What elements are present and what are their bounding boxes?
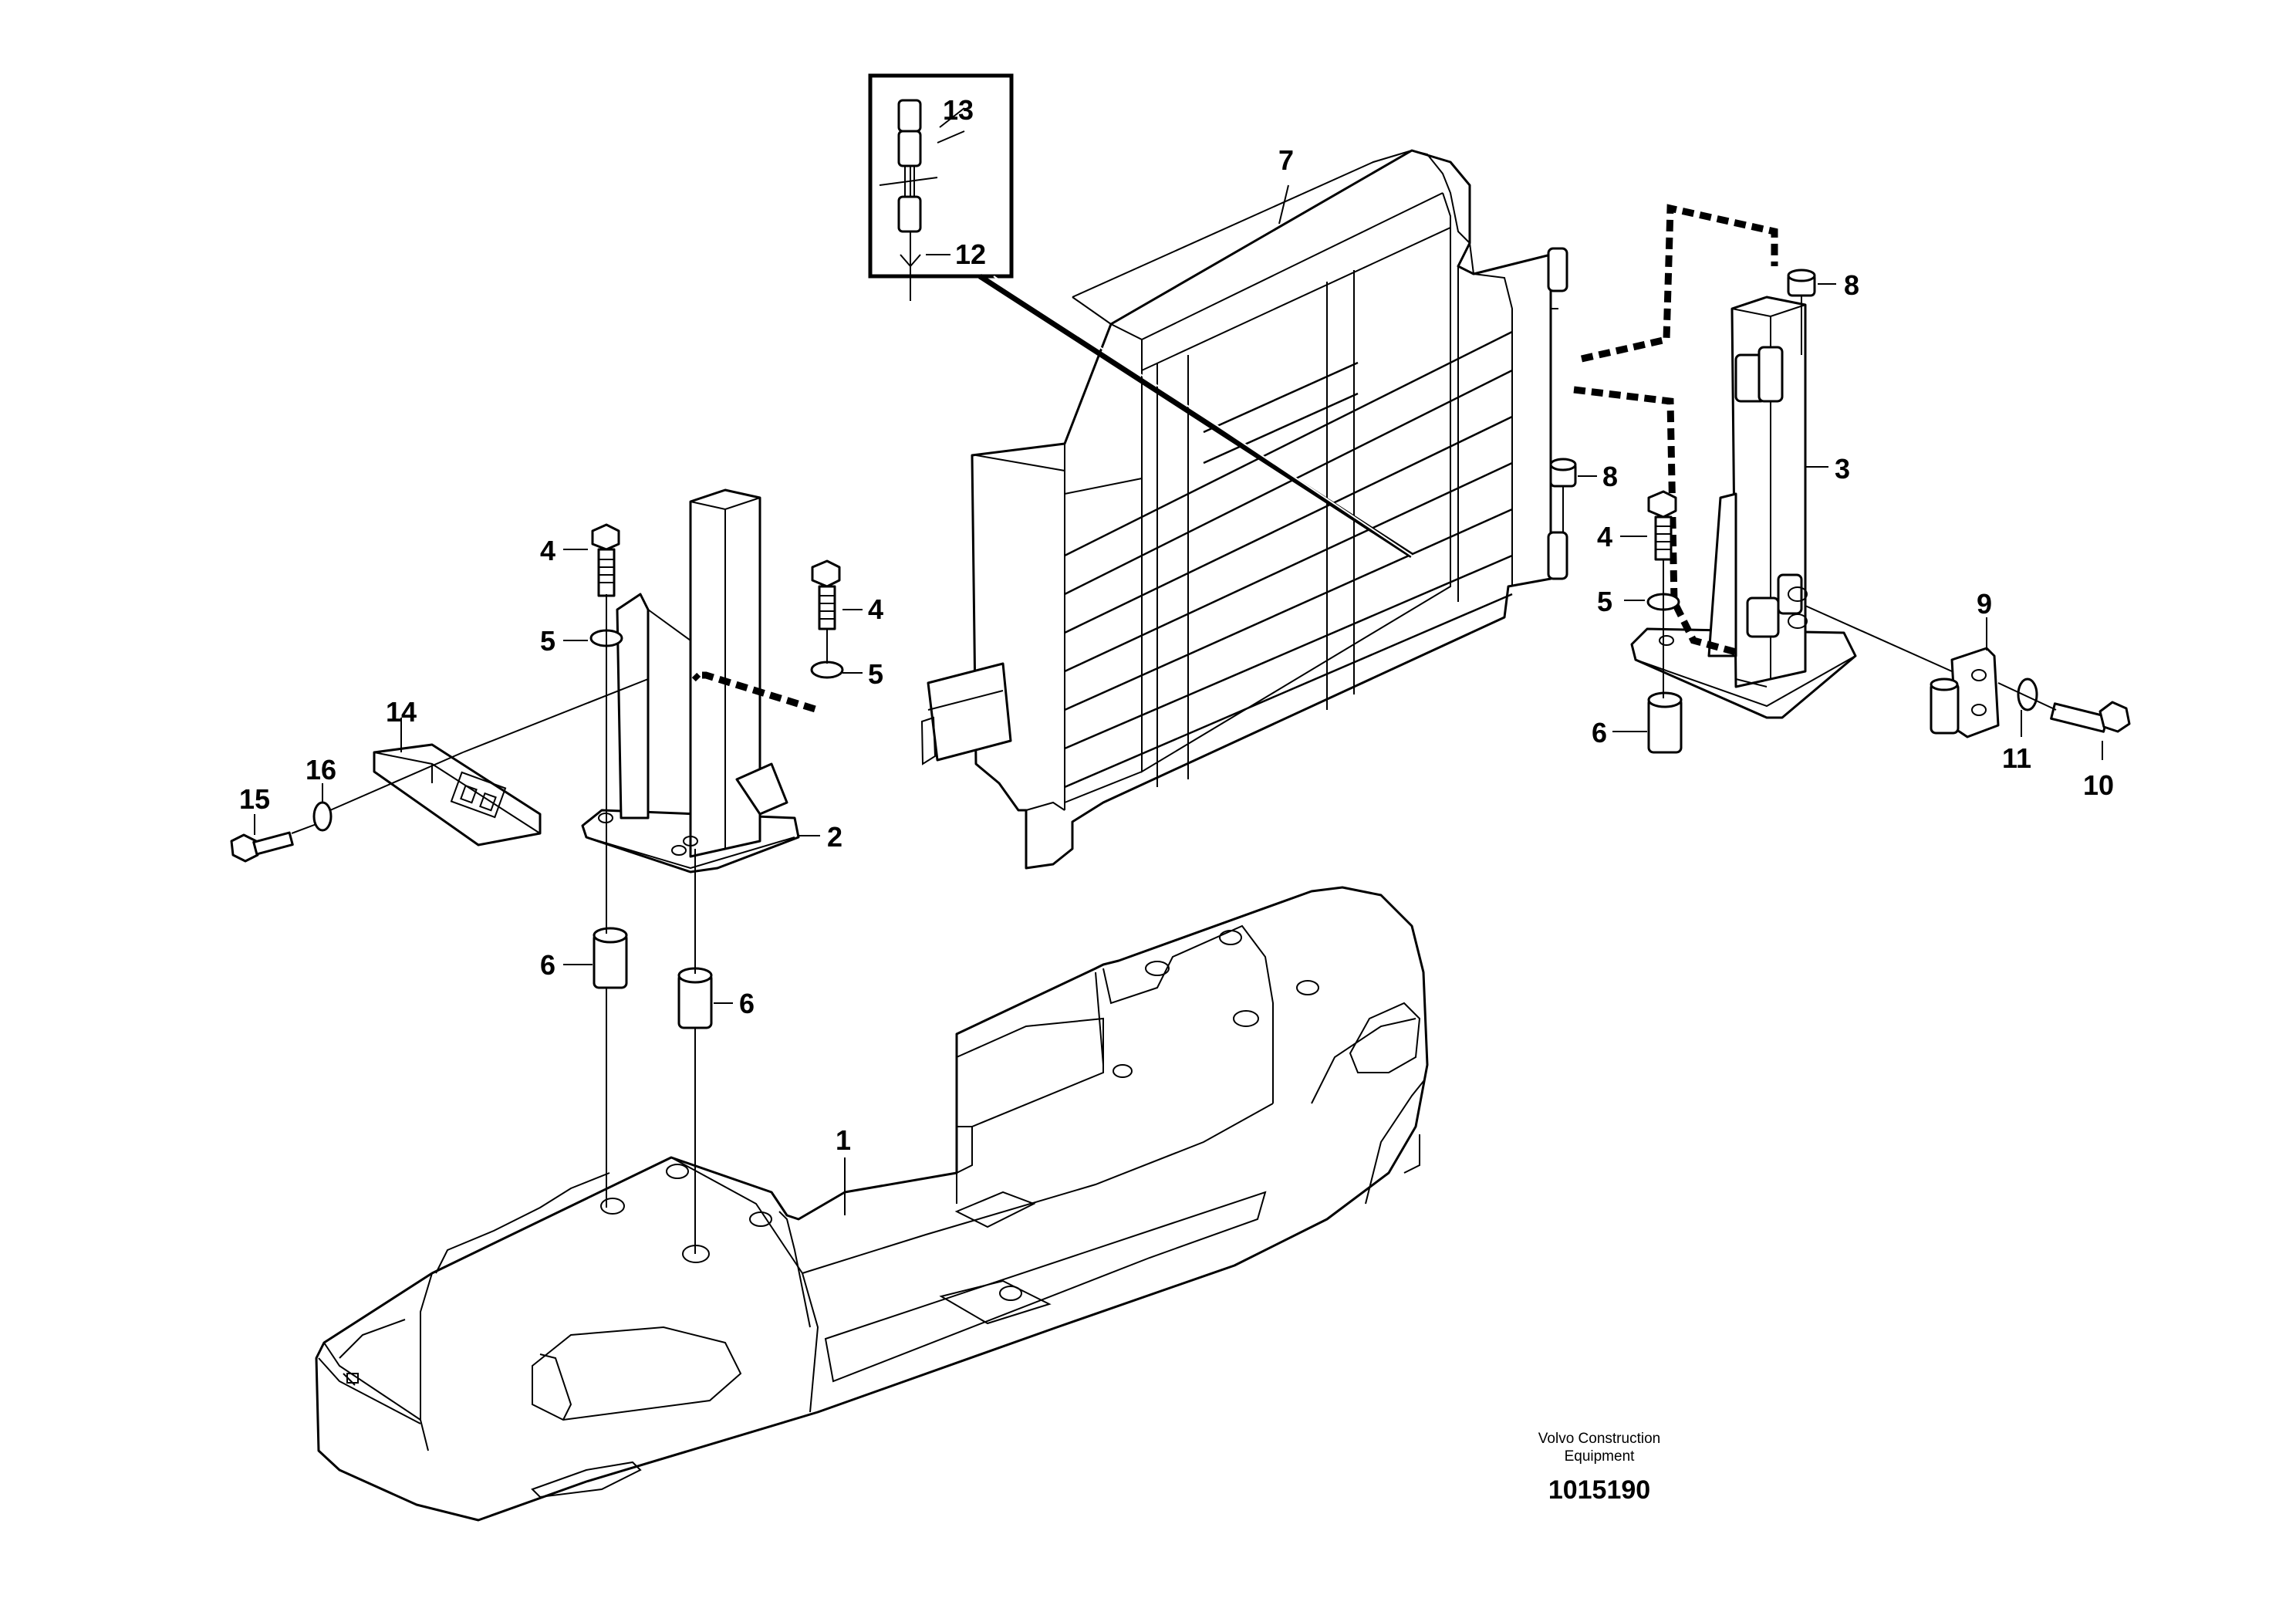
label-2: 2 — [827, 821, 842, 853]
label-10: 10 — [2083, 769, 2114, 801]
label-4-mid: 4 — [868, 593, 883, 625]
label-14: 14 — [386, 696, 417, 728]
label-13: 13 — [943, 94, 974, 126]
grille-bars — [1064, 330, 1513, 789]
hinge-pin-part-8-mid — [1549, 458, 1577, 488]
label-15: 15 — [239, 783, 270, 815]
bushing-part-6-left — [593, 927, 628, 989]
label-8-top: 8 — [1844, 269, 1859, 301]
label-16: 16 — [306, 754, 336, 786]
part-labels: 1 2 3 4 4 4 5 5 5 6 6 6 7 8 8 9 10 11 12… — [239, 94, 2114, 1156]
label-5-right: 5 — [1597, 586, 1612, 617]
washer-part-5-mid — [810, 661, 844, 679]
brand-line-2: Equipment — [1565, 1448, 1636, 1465]
label-8-mid: 8 — [1602, 461, 1618, 492]
label-6-left: 6 — [540, 949, 555, 981]
bracket-part-9 — [1930, 647, 2000, 738]
label-11: 11 — [2002, 742, 2031, 774]
label-9: 9 — [1977, 588, 1992, 620]
counterweight-part-1 — [315, 886, 1429, 1522]
label-4-left: 4 — [540, 535, 555, 566]
leader-lines — [254, 107, 2103, 1254]
label-1: 1 — [836, 1124, 851, 1156]
brand-line-1: Volvo Construction — [1538, 1431, 1660, 1447]
washer-part-16 — [312, 801, 333, 832]
label-5-left: 5 — [540, 625, 555, 657]
bushing-part-6-right — [1647, 691, 1683, 754]
bushing-part-6-mid — [677, 967, 713, 1029]
hinge-pin-part-8-top — [1787, 269, 1816, 297]
post-part-3 — [1573, 204, 1857, 719]
post-part-2 — [581, 488, 819, 874]
label-3: 3 — [1835, 453, 1850, 485]
grille-part-7 — [920, 149, 1568, 870]
bolt-part-10 — [2050, 701, 2131, 733]
label-4-right: 4 — [1597, 521, 1612, 552]
bolt-part-4-mid — [811, 559, 841, 630]
detail-inset — [868, 73, 1413, 558]
washer-part-11 — [2017, 678, 2038, 711]
brand-block: Volvo Construction Equipment 1015190 — [1538, 1431, 1660, 1505]
bolt-part-4-right — [1647, 490, 1677, 561]
label-6-mid: 6 — [739, 988, 755, 1019]
screw-part-15 — [230, 831, 294, 863]
figure-number: 1015190 — [1548, 1475, 1650, 1505]
label-7: 7 — [1278, 144, 1294, 176]
label-6-right: 6 — [1592, 717, 1607, 748]
label-5-mid: 5 — [868, 658, 883, 690]
bolt-part-4-left — [591, 523, 620, 597]
plate-part-14 — [373, 743, 542, 846]
label-12: 12 — [955, 238, 986, 270]
